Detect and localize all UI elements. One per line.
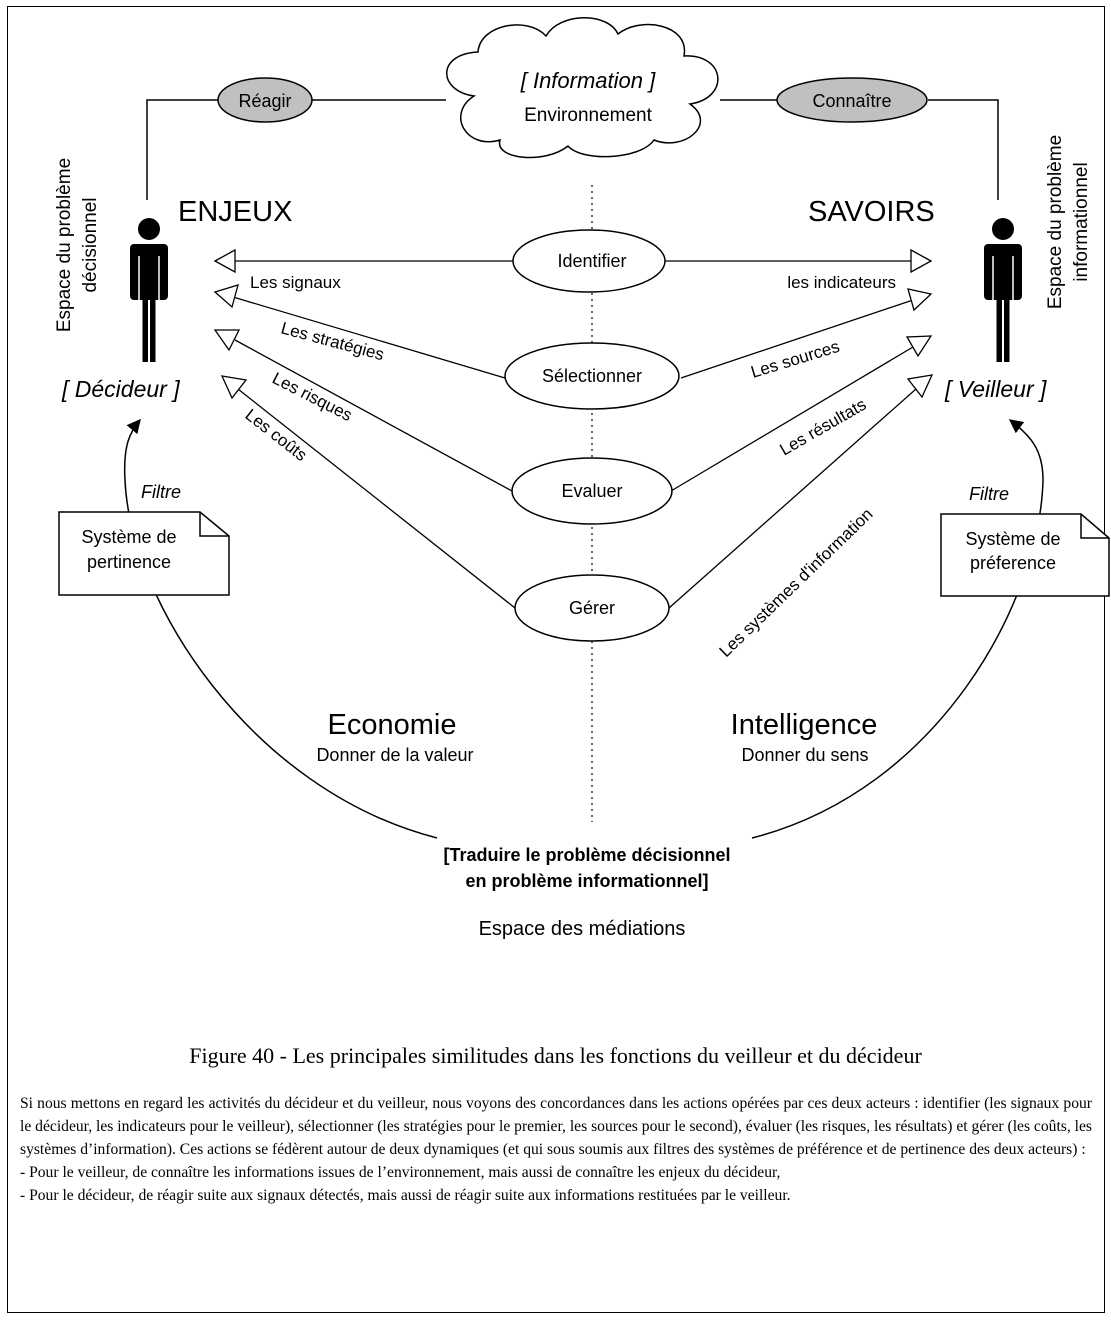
decideur-label: [ Décideur ] <box>61 376 180 402</box>
connaitre-label: Connaître <box>812 91 891 111</box>
enjeux-heading: ENJEUX <box>178 196 292 228</box>
action-evaluer-node <box>511 457 673 525</box>
line-gerer-right <box>668 388 917 609</box>
preference-note <box>940 513 1110 597</box>
espace-mediations-label: Espace des médiations <box>479 918 686 940</box>
label-les-strategies: Les stratégies <box>279 319 386 365</box>
action-selectionner-label: Sélectionner <box>542 366 642 386</box>
right-filter-label: Filtre <box>969 484 1009 504</box>
intelligence-title: Intelligence <box>731 709 878 741</box>
left-space-label-line2: décisionnel <box>80 197 101 292</box>
action-identifier-node <box>512 229 666 293</box>
preference-note-line1: Système de <box>965 529 1060 549</box>
line-selectionner-left <box>232 296 506 379</box>
cloud-subtitle: Environnement <box>524 105 653 126</box>
pertinence-note-line2: pertinence <box>87 552 171 572</box>
connector-right-top <box>928 99 999 200</box>
arrowhead-evaluer-left <box>213 329 241 352</box>
economie-subtitle: Donner de la valeur <box>316 745 473 765</box>
economie-title: Economie <box>328 709 457 741</box>
pertinence-note-line1: Système de <box>81 527 176 547</box>
arrowhead-gerer-left <box>220 375 248 400</box>
paragraph-bullet-veilleur: - Pour le veilleur, de connaître les inf… <box>20 1164 781 1181</box>
preference-note-fold <box>1080 514 1109 539</box>
reagir-label: Réagir <box>238 91 291 111</box>
pertinence-note-fold <box>199 512 229 537</box>
line-selectionner-right <box>680 299 914 379</box>
arrowhead-evaluer-right <box>905 335 933 358</box>
paragraph-main: Si nous mettons en regard les activités … <box>20 1095 1092 1158</box>
arrowhead-selectionner-right <box>907 288 933 312</box>
action-selectionner-node <box>504 342 680 410</box>
right-space-label-line1: Espace du problème <box>1045 135 1066 309</box>
action-gerer-node <box>514 574 670 642</box>
line-evaluer-left <box>234 339 513 492</box>
veilleur-decideur-diagram: [ Information ] Environnement Réagir Con… <box>54 17 1110 940</box>
intelligence-subtitle: Donner du sens <box>741 745 868 765</box>
veilleur-person-icon <box>984 218 1022 362</box>
action-identifier-label: Identifier <box>557 251 626 271</box>
left-space-label-line1: Espace du problème <box>54 158 75 332</box>
reagir-node <box>217 77 313 123</box>
right-space-label: Espace du problème informationnel <box>1045 135 1092 309</box>
figure-caption: Figure 40 - Les principales similitudes … <box>189 1043 922 1068</box>
body-paragraph: Si nous mettons en regard les activités … <box>20 1092 1092 1207</box>
preference-note-line2: préference <box>970 553 1056 573</box>
line-gerer-left <box>237 388 516 609</box>
arrowhead-identifier-right <box>910 248 933 274</box>
cloud-title: [ Information ] <box>520 68 656 93</box>
pertinence-note <box>58 511 230 596</box>
bottom-bracket-line1: [Traduire le problème décisionnel <box>443 845 730 865</box>
bottom-bracket-line2: en problème informationnel] <box>465 871 708 891</box>
action-evaluer-label: Evaluer <box>561 481 622 501</box>
savoirs-heading: SAVOIRS <box>808 196 935 228</box>
right-space-label-line2: informationnel <box>1071 162 1092 281</box>
arrowhead-identifier-left <box>213 248 236 274</box>
label-les-systemes-information: Les systèmes d'information <box>716 504 877 660</box>
connaitre-node <box>776 77 928 123</box>
decideur-person-icon <box>130 218 168 362</box>
paragraph-bullet-decideur: - Pour le décideur, de réagir suite aux … <box>20 1187 791 1204</box>
label-les-risques: Les risques <box>269 369 355 425</box>
label-les-couts: Les coûts <box>242 405 311 465</box>
right-arc <box>751 419 1044 839</box>
veilleur-label: [ Veilleur ] <box>944 376 1047 402</box>
left-filter-label: Filtre <box>141 482 181 502</box>
arrowhead-gerer-right <box>906 374 934 399</box>
action-gerer-label: Gérer <box>569 598 615 618</box>
arrowhead-selectionner-left <box>213 284 239 309</box>
left-space-label: Espace du problème décisionnel <box>54 158 101 332</box>
label-les-resultats: Les résultats <box>777 395 870 460</box>
environment-cloud <box>446 17 719 159</box>
line-evaluer-right <box>670 346 914 492</box>
label-les-signaux: Les signaux <box>250 273 341 292</box>
label-les-indicateurs: les indicateurs <box>787 273 896 292</box>
connector-left-top <box>146 99 218 200</box>
label-les-sources: Les sources <box>749 337 842 382</box>
